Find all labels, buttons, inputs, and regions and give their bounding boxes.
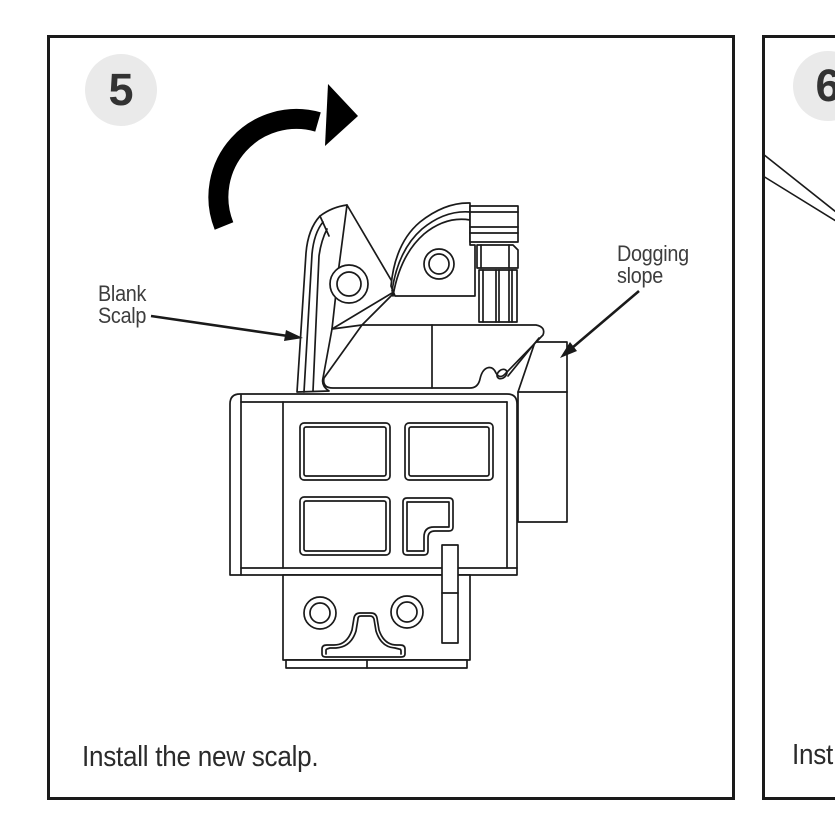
step5-caption: Install the new scalp. <box>82 741 319 773</box>
blank-scalp-label: Blank Scalp <box>98 281 147 328</box>
dogging-slope-label: Dogging slope <box>617 241 689 288</box>
step-panel-5 <box>47 35 735 800</box>
step-number: 6 <box>815 60 835 111</box>
step-panel-6 <box>762 35 835 800</box>
step6-caption-partial: Inst <box>792 739 833 771</box>
step-number-badge-5: 5 <box>85 54 157 126</box>
step-number: 5 <box>108 64 134 115</box>
